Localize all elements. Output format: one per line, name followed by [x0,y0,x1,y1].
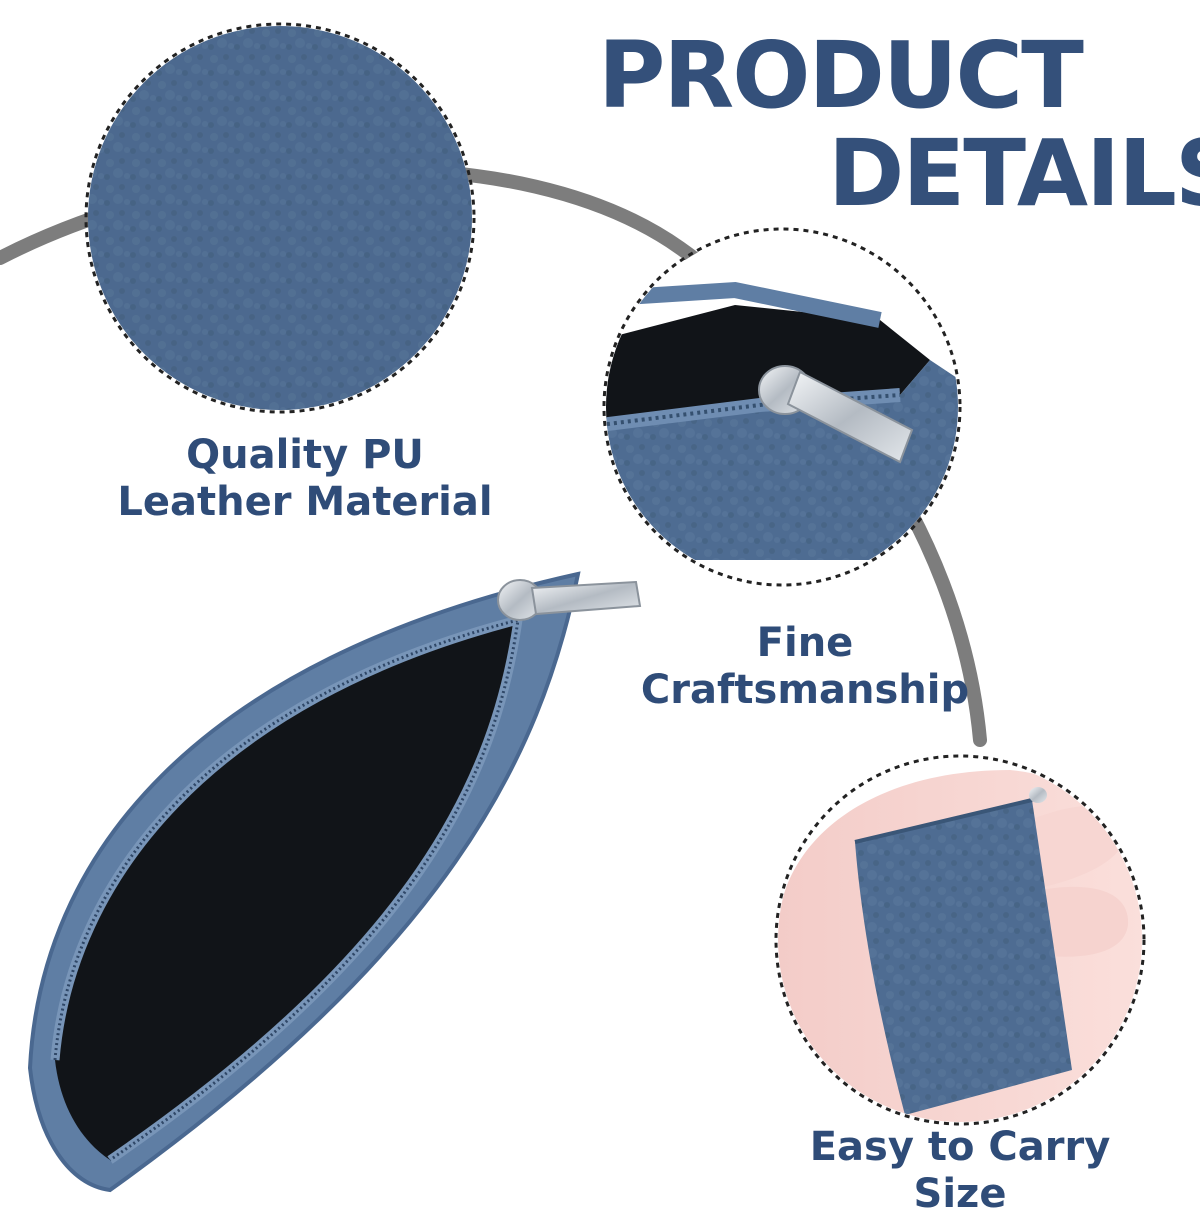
leather-texture-swatch [84,22,476,414]
page-title-line-2: DETAILS [828,120,1200,227]
feature-caption-craftsmanship: Fine Craftsmanship [640,620,970,714]
feature-caption-line: Easy to Carry Size [809,1124,1111,1218]
feature-caption-line: Leather Material [117,479,493,526]
feature-caption-line: Quality PU [186,432,424,478]
in-hand-size-circle [774,754,1146,1126]
feature-caption-size: Easy to Carry Size [760,1124,1160,1218]
zipper-closeup-circle [602,227,962,587]
page-title-line-1: PRODUCT [598,22,1084,129]
feature-caption-leather: Quality PU Leather Material [95,432,515,526]
feature-caption-line: Craftsmanship [640,667,970,714]
feature-caption-line: Fine [756,620,854,666]
open-pouch-image [27,571,642,1193]
